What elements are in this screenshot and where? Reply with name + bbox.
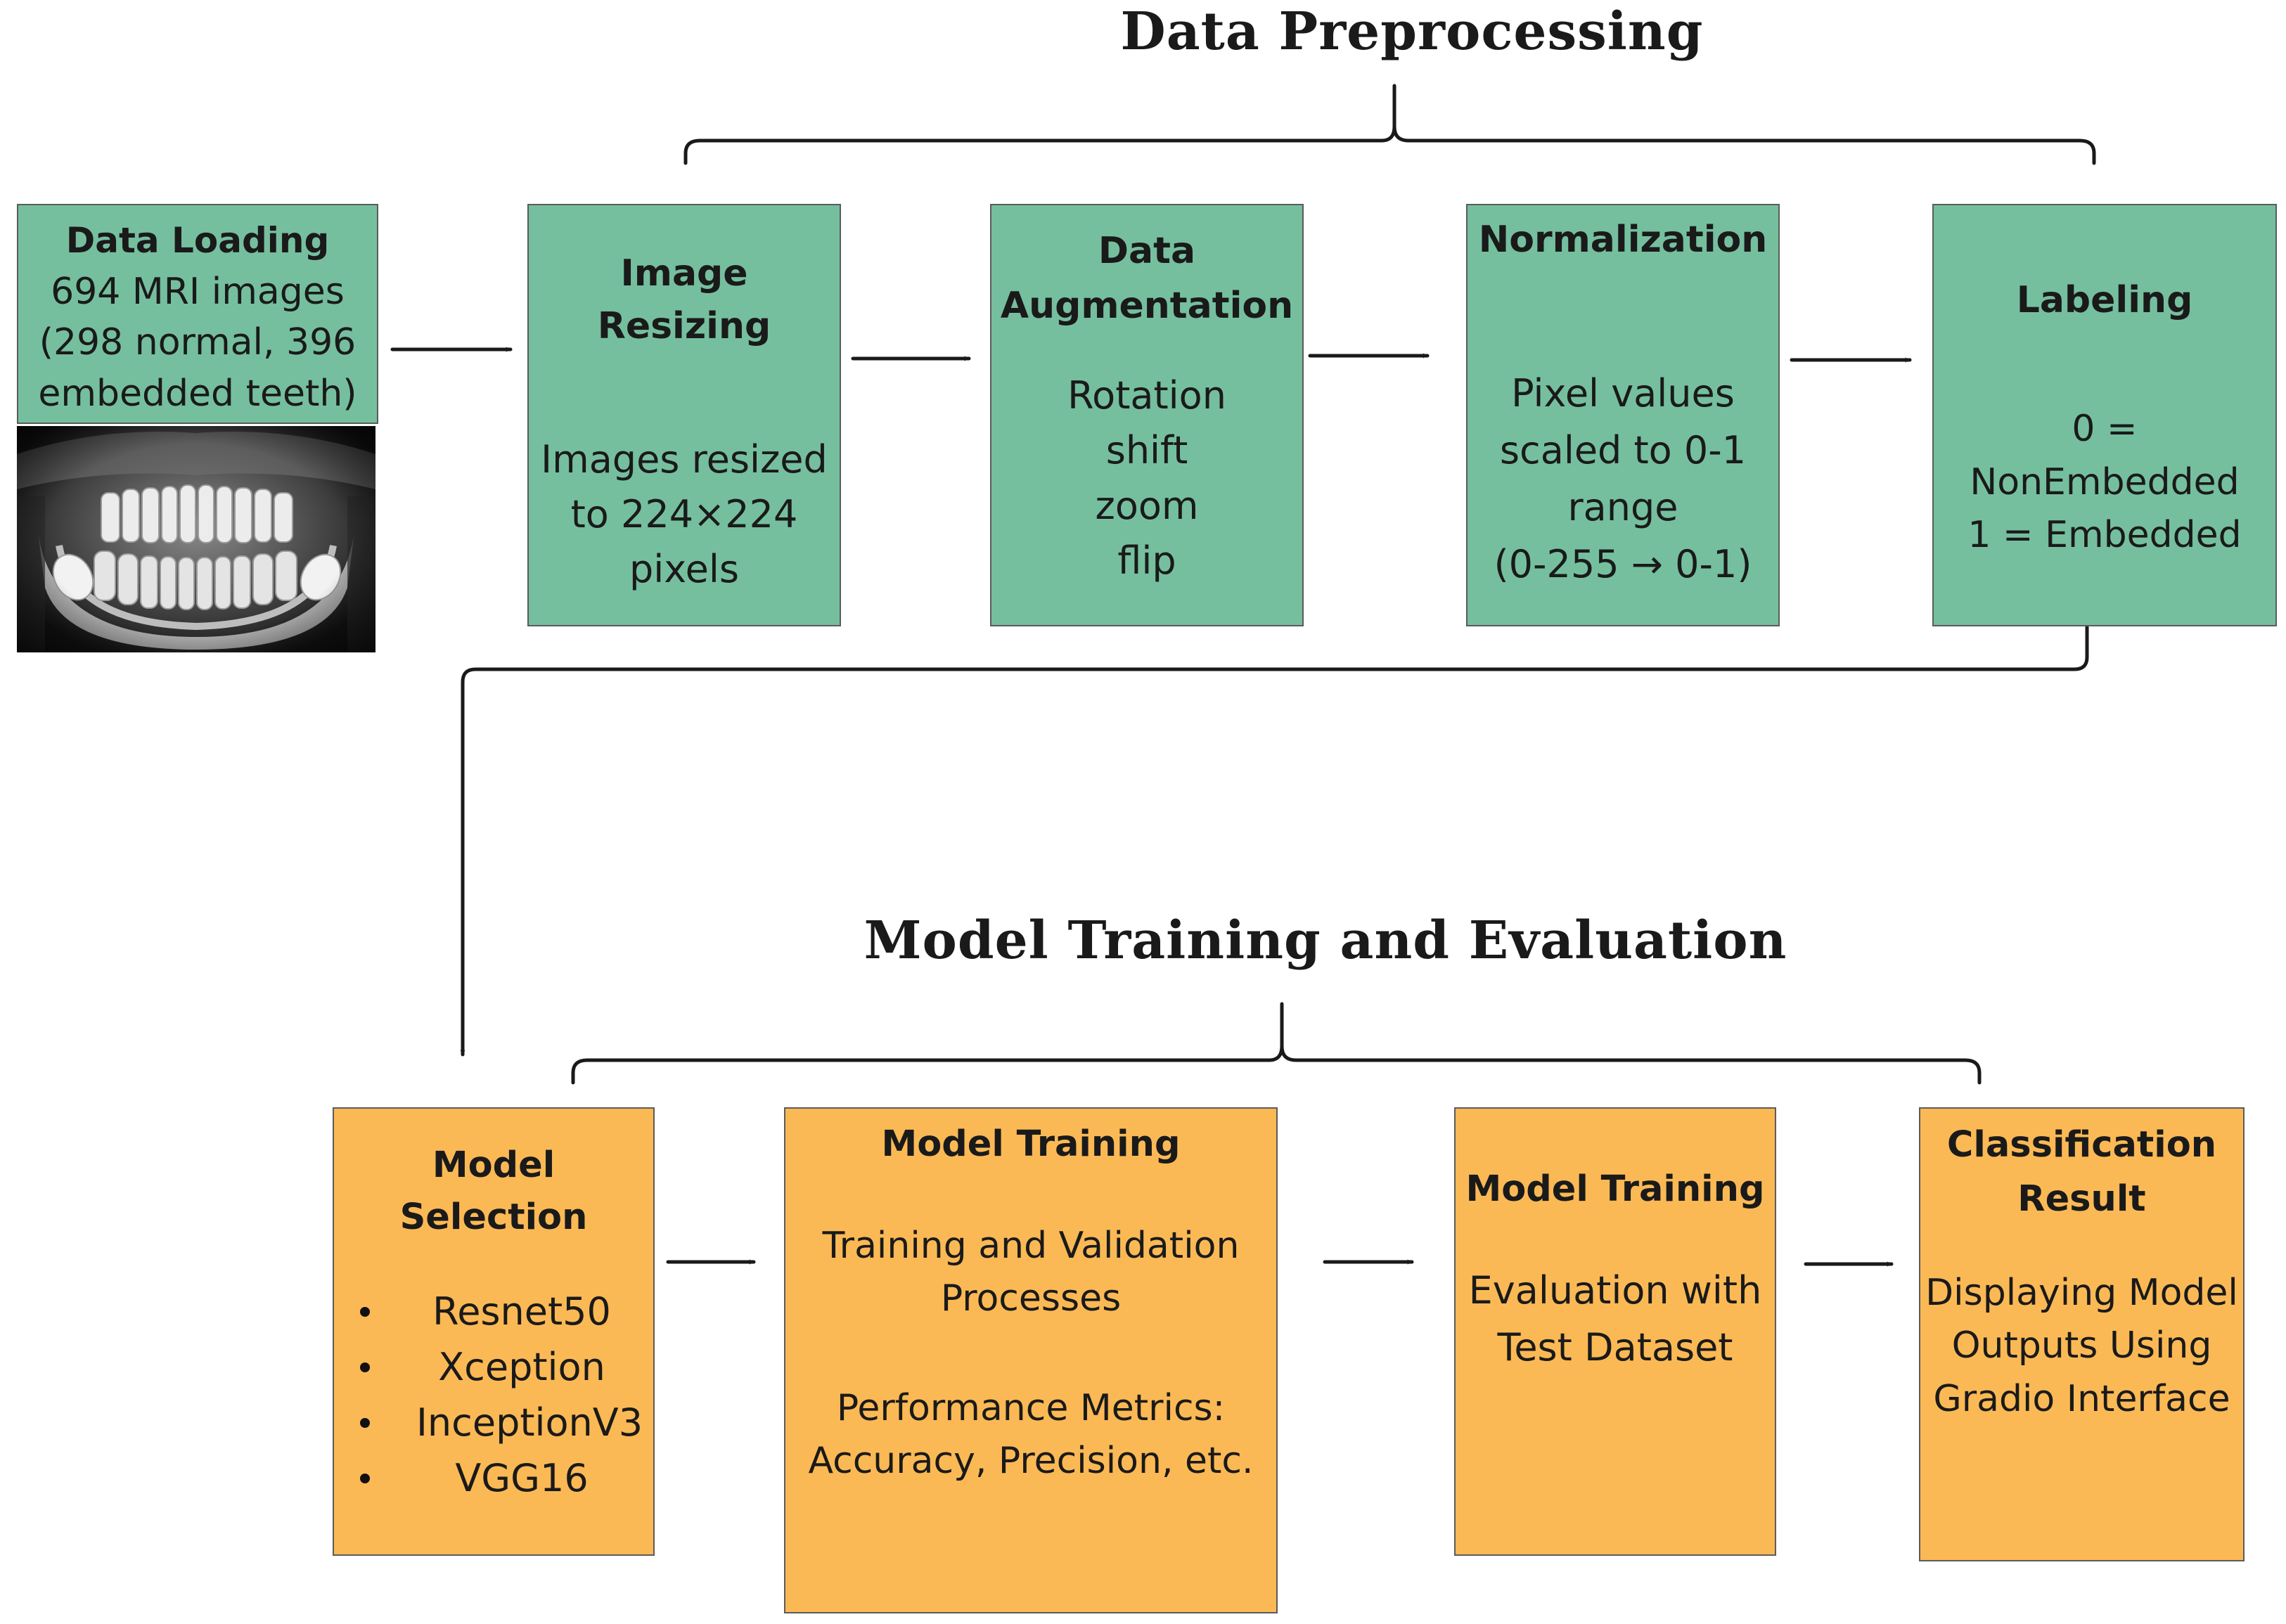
preprocessing-bracket bbox=[683, 84, 2096, 165]
dental-xray-image bbox=[17, 426, 375, 652]
data-loading-line: embedded teeth) bbox=[38, 373, 357, 415]
normalization-line: range bbox=[1567, 485, 1678, 530]
normalization-line: Pixel values bbox=[1511, 371, 1735, 416]
model-training-line: Accuracy, Precision, etc. bbox=[808, 1440, 1254, 1483]
model-evaluation-line: Evaluation with bbox=[1468, 1268, 1762, 1313]
classification-result-line: Gradio Interface bbox=[1933, 1377, 2230, 1420]
image-resizing-line: pixels bbox=[629, 547, 739, 592]
labeling-line: 0 = NonEmbedded bbox=[1970, 408, 2240, 503]
model-training-process: Training and Validation Processes bbox=[823, 1220, 1240, 1326]
image-resizing-line: to 224×224 bbox=[570, 492, 798, 537]
labeling-box: Labeling 0 = NonEmbedded 1 = Embedded bbox=[1932, 204, 2277, 626]
model-training-line: Processes bbox=[940, 1277, 1122, 1320]
data-augmentation-line: Rotation bbox=[1067, 373, 1226, 418]
model-evaluation-description: Evaluation with Test Dataset bbox=[1469, 1262, 1762, 1376]
data-loading-box: Data Loading 694 MRI images (298 normal,… bbox=[17, 204, 378, 424]
classification-result-description: Displaying Model Outputs Using Gradio In… bbox=[1925, 1267, 2238, 1426]
data-augmentation-box: Data Augmentation Rotation shift zoom fl… bbox=[990, 204, 1304, 626]
normalization-description: Pixel values scaled to 0-1 range (0-255 … bbox=[1494, 365, 1752, 593]
model-list-item: Resnet50 bbox=[360, 1284, 627, 1340]
model-training-line: Training and Validation bbox=[822, 1224, 1240, 1267]
classification-result-line: Displaying Model bbox=[1925, 1272, 2238, 1314]
data-loading-line: (298 normal, 396 bbox=[39, 321, 357, 364]
model-evaluation-title: Model Training bbox=[1465, 1168, 1765, 1210]
labeling-line: 1 = Embedded bbox=[1967, 514, 2242, 557]
bullet-icon bbox=[360, 1362, 370, 1373]
data-augmentation-line: zoom bbox=[1095, 483, 1199, 528]
labeling-title: Labeling bbox=[2016, 279, 2193, 321]
normalization-line: scaled to 0-1 bbox=[1499, 428, 1747, 473]
classification-result-title: Classification Result bbox=[1947, 1119, 2216, 1226]
normalization-box: Normalization Pixel values scaled to 0-1… bbox=[1466, 204, 1780, 626]
data-augmentation-title-line: Augmentation bbox=[1000, 285, 1294, 327]
model-training-line: Performance Metrics: bbox=[836, 1386, 1226, 1429]
model-list-item: VGG16 bbox=[360, 1451, 627, 1507]
model-name: Resnet50 bbox=[432, 1289, 611, 1334]
labeling-description: 0 = NonEmbedded 1 = Embedded bbox=[1934, 403, 2275, 562]
image-resizing-description: Images resized to 224×224 pixels bbox=[541, 432, 828, 598]
bullet-icon bbox=[360, 1474, 370, 1484]
data-loading-line: 694 MRI images bbox=[51, 270, 345, 313]
model-list: Resnet50 Xception InceptionV3 VGG16 bbox=[360, 1284, 643, 1507]
model-name: Xception bbox=[438, 1345, 605, 1390]
preprocessing-section-title: Data Preprocessing bbox=[1120, 1, 1704, 62]
image-resizing-title: Image Resizing bbox=[597, 252, 771, 348]
image-resizing-box: Image Resizing Images resized to 224×224… bbox=[527, 204, 841, 626]
model-list-item: Xception bbox=[360, 1340, 627, 1396]
model-name: InceptionV3 bbox=[416, 1400, 643, 1445]
xray-illustration bbox=[17, 426, 375, 652]
model-training-title: Model Training bbox=[881, 1123, 1181, 1165]
training-bracket bbox=[571, 1002, 1982, 1085]
labeling-to-selection-connector bbox=[460, 625, 2089, 1057]
normalization-title: Normalization bbox=[1478, 219, 1768, 261]
bullet-icon bbox=[360, 1418, 370, 1429]
model-training-metrics: Performance Metrics: Accuracy, Precision… bbox=[808, 1382, 1253, 1488]
data-augmentation-title: Data Augmentation bbox=[1001, 224, 1293, 333]
data-loading-description: 694 MRI images (298 normal, 396 embedded… bbox=[38, 266, 357, 420]
model-evaluation-box: Model Training Evaluation with Test Data… bbox=[1454, 1107, 1776, 1556]
classification-result-box: Classification Result Displaying Model O… bbox=[1919, 1107, 2245, 1561]
data-augmentation-line: shift bbox=[1105, 428, 1188, 473]
model-list-item: InceptionV3 bbox=[360, 1396, 643, 1451]
normalization-line: (0-255 → 0-1) bbox=[1494, 542, 1752, 587]
classification-result-title-line: Classification bbox=[1946, 1124, 2217, 1166]
training-section-title: Model Training and Evaluation bbox=[863, 910, 1787, 971]
data-augmentation-line: flip bbox=[1117, 538, 1176, 583]
model-selection-title: Model Selection bbox=[399, 1145, 588, 1238]
model-name: VGG16 bbox=[455, 1456, 589, 1501]
model-evaluation-line: Test Dataset bbox=[1497, 1325, 1733, 1370]
data-loading-title: Data Loading bbox=[65, 220, 330, 261]
classification-result-title-line: Result bbox=[2017, 1178, 2146, 1220]
data-augmentation-title-line: Data bbox=[1098, 230, 1196, 272]
data-augmentation-description: Rotation shift zoom flip bbox=[1067, 368, 1226, 588]
model-selection-box: Model Selection Resnet50 Xception Incept… bbox=[333, 1107, 655, 1556]
model-training-box: Model Training Training and Validation P… bbox=[784, 1107, 1278, 1613]
classification-result-line: Outputs Using bbox=[1951, 1325, 2212, 1367]
image-resizing-line: Images resized bbox=[541, 437, 828, 482]
bullet-icon bbox=[360, 1307, 370, 1317]
